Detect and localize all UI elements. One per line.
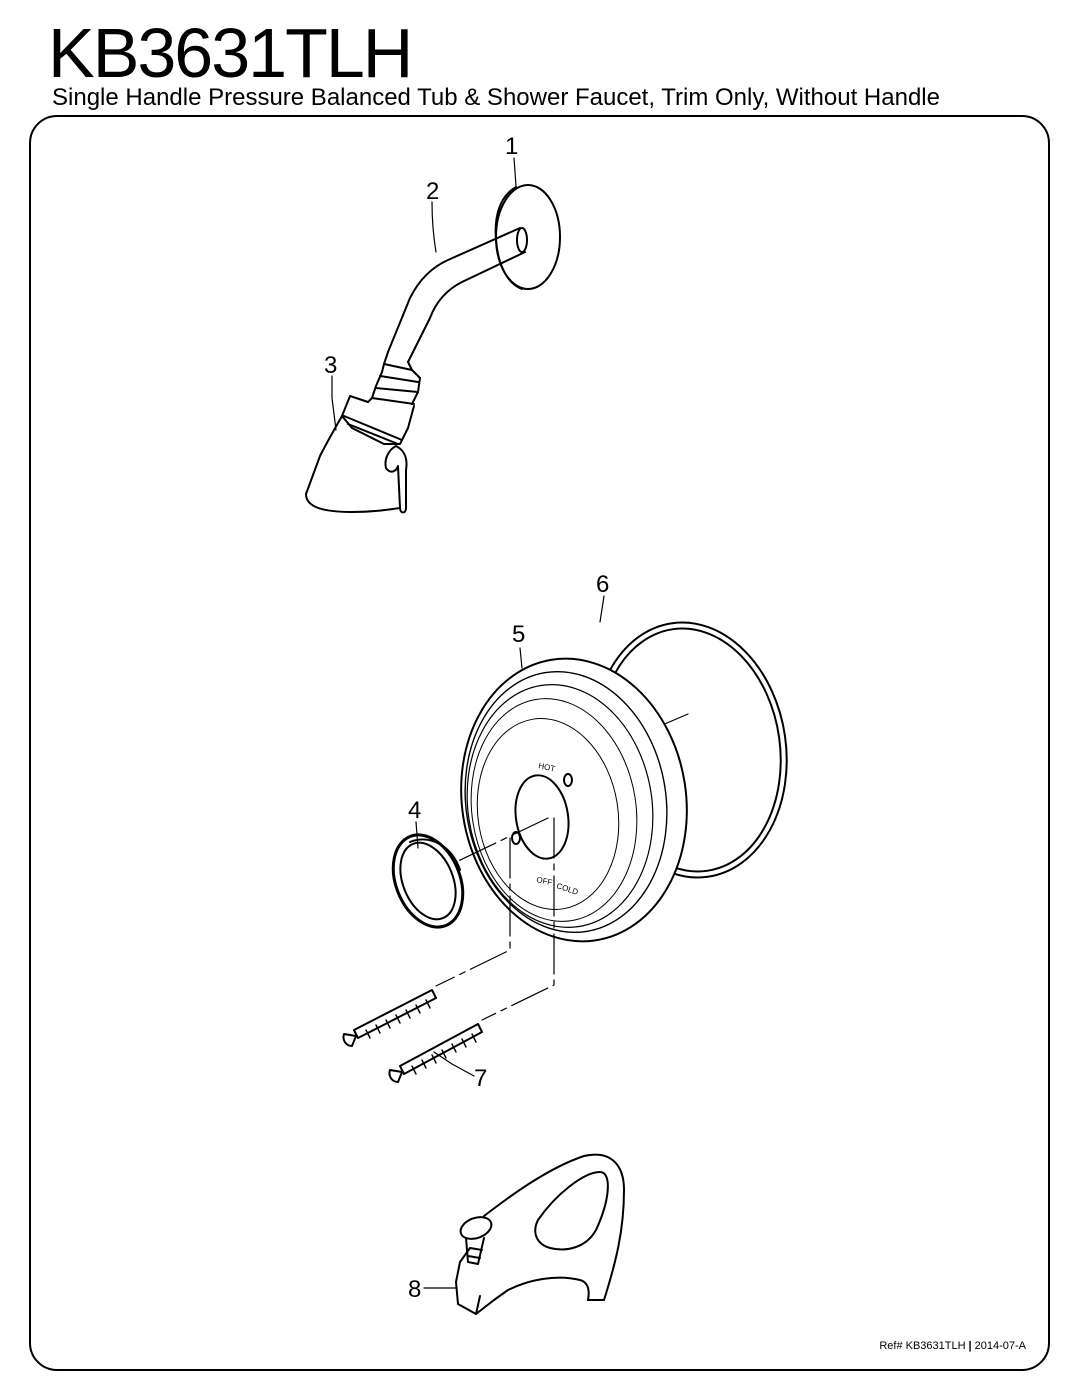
part-screw-upper (342, 989, 437, 1047)
part-flange (494, 184, 561, 290)
part-shower-arm (387, 227, 528, 363)
callout-3: 3 (324, 352, 337, 379)
callout-2: 2 (426, 178, 439, 205)
diagram-frame (29, 115, 1050, 1371)
callout-4: 4 (408, 797, 421, 824)
hot-label: HOT (538, 761, 556, 773)
part-tub-spout (455, 1153, 625, 1315)
callout-7: 7 (474, 1065, 487, 1092)
part-sleeve-ring (391, 833, 465, 929)
reference-separator: | (968, 1340, 972, 1352)
callout-5: 5 (512, 621, 525, 648)
revision-code: 2014-07-A (974, 1340, 1026, 1352)
model-number: KB3631TLH (48, 14, 413, 92)
callout-1: 1 (505, 133, 518, 160)
callout-6: 6 (596, 571, 609, 598)
reference-footer: Ref# KB3631TLH|2014-07-A (879, 1340, 1026, 1352)
off-label: OFF (536, 875, 554, 887)
part-shower-head (305, 351, 421, 514)
part-escutcheon-plate: HOT OFF COLD (460, 657, 688, 943)
callout-8: 8 (408, 1276, 421, 1303)
reference-number: Ref# KB3631TLH (879, 1340, 966, 1352)
product-description: Single Handle Pressure Balanced Tub & Sh… (52, 84, 940, 111)
part-screw-lower (388, 1023, 483, 1083)
